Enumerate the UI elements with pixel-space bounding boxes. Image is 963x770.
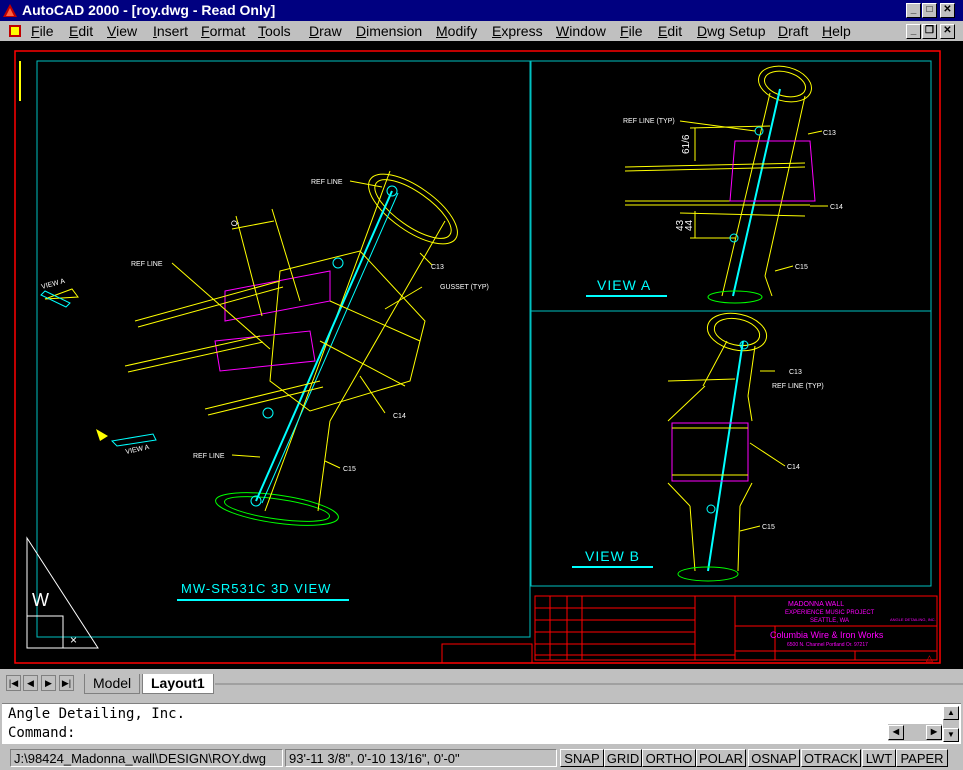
label-dim-44: 44 xyxy=(684,219,695,231)
menu-dimension[interactable]: Dimension xyxy=(356,23,423,39)
tab-next-button[interactable]: ▶ xyxy=(41,675,56,691)
command-window[interactable]: Angle Detailing, Inc. Command: ▲ ▼ ◀ ▶ xyxy=(2,703,961,744)
ucs-icon: W × xyxy=(26,536,99,649)
tb-address: 6500 N. Channel Portland Or. 97217 xyxy=(787,642,868,648)
tab-model[interactable]: Model xyxy=(84,674,141,694)
svg-text:×: × xyxy=(70,633,77,647)
minimize-button[interactable]: _ xyxy=(906,3,921,18)
menu-edit-2[interactable]: Edit xyxy=(658,23,683,39)
title-bar: AutoCAD 2000 - [roy.dwg - Read Only] _ □… xyxy=(0,0,963,21)
menu-window[interactable]: Window xyxy=(556,23,606,39)
label-c13-b: C13 xyxy=(789,369,802,376)
tb-project-line1: MADONNA WALL xyxy=(788,601,844,608)
command-hscroll[interactable]: ◀ ▶ xyxy=(888,724,942,741)
coordinate-display[interactable]: 93'-11 3/8", 0'-10 13/16", 0'-0" xyxy=(285,749,557,767)
status-bar: J:\98424_Madonna_wall\DESIGN\ROY.dwg 93'… xyxy=(0,746,963,770)
menu-draw[interactable]: Draw xyxy=(309,23,342,39)
otrack-toggle[interactable]: OTRACK xyxy=(801,749,861,767)
tab-first-button[interactable]: |◀ xyxy=(6,675,21,691)
drawing-canvas[interactable]: REF LINE REF LINE GUSSET (TYP) C13 C14 C… xyxy=(0,41,963,669)
viewport-3d[interactable] xyxy=(36,60,531,638)
menu-dwg-setup[interactable]: Dwg Setup xyxy=(697,23,766,39)
label-ref-line-top: REF LINE xyxy=(311,179,343,186)
tab-last-button[interactable]: ▶| xyxy=(59,675,74,691)
close-button[interactable]: ✕ xyxy=(940,3,955,18)
menu-file-2[interactable]: File xyxy=(620,23,643,39)
label-ref-line-typ-b: REF LINE (TYP) xyxy=(772,383,824,390)
view-b-geometry xyxy=(667,312,786,582)
label-dim-616: 61/6 xyxy=(681,134,692,154)
label-dim-43: 43 xyxy=(675,219,686,231)
tb-project-line2: EXPERIENCE MUSIC PROJECT xyxy=(785,610,875,616)
menu-tools[interactable]: Tools xyxy=(258,23,291,39)
file-path: J:\98424_Madonna_wall\DESIGN\ROY.dwg xyxy=(10,749,283,767)
3d-view-geometry xyxy=(40,170,458,526)
label-ref-line-left: REF LINE xyxy=(131,261,163,268)
label-c14-b: C14 xyxy=(787,464,800,471)
tab-bar-line xyxy=(215,683,963,685)
label-gusset: GUSSET (TYP) xyxy=(440,284,489,291)
menu-edit[interactable]: Edit xyxy=(69,23,94,39)
title-view-a: VIEW A xyxy=(597,277,651,293)
scroll-up-button[interactable]: ▲ xyxy=(943,706,959,720)
tb-corner-mark: △ xyxy=(926,653,933,663)
window-title: AutoCAD 2000 - [roy.dwg - Read Only] xyxy=(22,2,276,18)
label-c15-a: C15 xyxy=(795,264,808,271)
drawing-svg[interactable]: REF LINE REF LINE GUSSET (TYP) C13 C14 C… xyxy=(0,41,963,669)
viewport-view-b[interactable] xyxy=(530,310,932,587)
label-c15-b: C15 xyxy=(762,524,775,531)
scroll-right-button[interactable]: ▶ xyxy=(926,725,942,740)
command-history: Angle Detailing, Inc. xyxy=(8,706,186,722)
menu-view[interactable]: View xyxy=(107,23,138,39)
label-c14-a: C14 xyxy=(830,204,843,211)
menu-express[interactable]: Express xyxy=(492,23,543,39)
paper-toggle[interactable]: PAPER xyxy=(896,749,948,767)
menu-draft[interactable]: Draft xyxy=(778,23,809,39)
autocad-icon[interactable] xyxy=(3,3,18,18)
command-prompt[interactable]: Command: xyxy=(8,725,76,741)
grid-toggle[interactable]: GRID xyxy=(604,749,642,767)
label-c13-a: C13 xyxy=(823,130,836,137)
scroll-down-button[interactable]: ▼ xyxy=(943,728,959,742)
view-a-geometry xyxy=(624,65,828,304)
menu-bar: File Edit View Insert Format Tools Draw … xyxy=(0,21,963,41)
menu-insert[interactable]: Insert xyxy=(153,23,189,39)
tb-company: Columbia Wire & Iron Works xyxy=(770,630,884,640)
lwt-toggle[interactable]: LWT xyxy=(862,749,896,767)
title-view-b: VIEW B xyxy=(585,548,640,564)
maximize-button[interactable]: □ xyxy=(922,3,937,18)
polar-toggle[interactable]: POLAR xyxy=(696,749,746,767)
doc-minimize-button[interactable]: _ xyxy=(906,24,921,39)
label-dim-q: Q xyxy=(229,219,239,227)
snap-toggle[interactable]: SNAP xyxy=(560,749,604,767)
label-view-a-arrow: VIEW A xyxy=(41,278,66,291)
document-icon[interactable] xyxy=(8,24,22,38)
menu-modify[interactable]: Modify xyxy=(436,23,478,39)
title-block xyxy=(441,595,938,664)
menu-help[interactable]: Help xyxy=(822,23,851,39)
label-c15-3d: C15 xyxy=(343,466,356,473)
label-ref-line-typ-a: REF LINE (TYP) xyxy=(623,118,675,125)
tab-prev-button[interactable]: ◀ xyxy=(23,675,38,691)
label-ref-line-bottom: REF LINE xyxy=(193,453,225,460)
tb-detailer: ANGLE DETAILING, INC. xyxy=(890,617,936,622)
doc-close-button[interactable]: ✕ xyxy=(940,24,955,39)
svg-text:W: W xyxy=(32,590,49,610)
layout-tabs: |◀ ◀ ▶ ▶| Model Layout1 xyxy=(0,672,963,696)
doc-restore-button[interactable]: ❐ xyxy=(922,24,937,39)
label-view-a-arrow-2: VIEW A xyxy=(125,444,150,456)
label-c13-3d: C13 xyxy=(431,264,444,271)
scroll-left-button[interactable]: ◀ xyxy=(888,725,904,740)
tb-project-line3: SEATTLE, WA xyxy=(810,618,849,624)
menu-format[interactable]: Format xyxy=(201,23,246,39)
tab-layout1[interactable]: Layout1 xyxy=(142,674,214,694)
ortho-toggle[interactable]: ORTHO xyxy=(642,749,696,767)
sheet-border xyxy=(14,50,941,664)
title-3d-view: MW-SR531C 3D VIEW xyxy=(181,581,331,596)
osnap-toggle[interactable]: OSNAP xyxy=(748,749,800,767)
command-vscroll[interactable]: ▲ ▼ xyxy=(943,706,959,742)
menu-file[interactable]: File xyxy=(31,23,54,39)
label-c14-3d: C14 xyxy=(393,413,406,420)
